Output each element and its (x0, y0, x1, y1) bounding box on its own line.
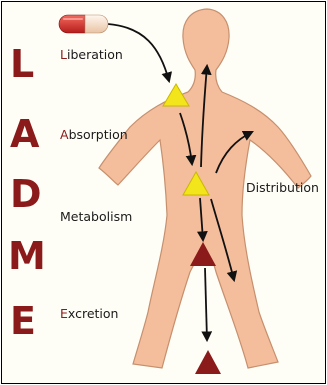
letter-a: A (10, 112, 40, 156)
label-excretion: Excretion (60, 306, 118, 321)
label-absorption: Absorption (60, 127, 128, 142)
pill-icon (59, 15, 108, 33)
letter-l: L (10, 42, 34, 86)
arrow-metabolism-to-excretion (205, 268, 207, 340)
label-distribution: Distribution (246, 180, 319, 195)
label-liberation: Liberation (60, 47, 123, 62)
letter-e: E (10, 299, 36, 343)
letter-m: M (8, 234, 46, 278)
letter-d: D (10, 172, 42, 216)
red-triangle-icon (195, 350, 221, 374)
label-metabolism: Metabolism (60, 209, 132, 224)
diagram-canvas: L A D M E Liberation Absorption Distribu… (2, 2, 325, 383)
